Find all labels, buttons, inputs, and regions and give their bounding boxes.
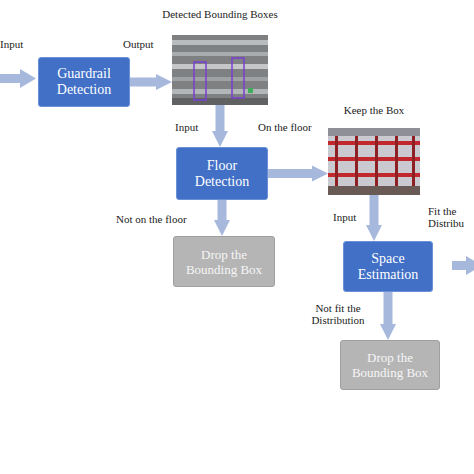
- photo-background: [328, 128, 420, 195]
- edge-label: Input: [175, 121, 215, 133]
- rail-band: [172, 64, 268, 69]
- bounding-box: [194, 62, 206, 100]
- box-label: Floor Detection: [183, 158, 261, 190]
- red-rail: [328, 141, 420, 145]
- photo-background: [172, 35, 268, 105]
- edge-label: Not on the floor: [116, 213, 206, 225]
- guardrail-photo: [172, 35, 268, 105]
- photo-panel: Keep the Box: [328, 128, 420, 195]
- edge-label: On the floor: [258, 121, 328, 133]
- rail-post: [335, 136, 338, 186]
- red-rail: [328, 173, 420, 177]
- marker-dot: [248, 88, 253, 93]
- photo-heading: Keep the Box: [314, 104, 434, 116]
- flow-label: Fit the Distribu: [428, 205, 474, 229]
- rail-post: [355, 136, 358, 186]
- photo-panel: Detected Bounding Boxes: [172, 35, 268, 105]
- drop-box: Drop the Bounding Box: [340, 340, 440, 390]
- rail-band: [172, 89, 268, 94]
- rail-post: [395, 136, 398, 186]
- process-box: Space Estimation: [343, 241, 433, 292]
- process-box: Guardrail Detection: [38, 57, 130, 107]
- flow-arrow: [130, 78, 156, 87]
- drop-box: Drop the Bounding Box: [173, 236, 275, 287]
- input-arrow: [0, 74, 20, 83]
- flow-arrow: [268, 169, 312, 178]
- rail-post: [375, 136, 378, 186]
- box-label: Drop the Bounding Box: [182, 247, 266, 277]
- red-rail: [328, 157, 420, 161]
- bounding-box: [232, 58, 244, 98]
- rail-band: [172, 40, 268, 45]
- flow-label: Input: [0, 38, 40, 50]
- edge-label: Not fit the Distribution: [298, 302, 378, 326]
- edge-label: Input: [333, 211, 373, 223]
- edge-label: Output: [123, 38, 173, 50]
- ceiling-band: [328, 128, 420, 136]
- rail-band: [172, 77, 268, 81]
- flow-arrow: [384, 292, 393, 324]
- floor-band: [172, 98, 268, 105]
- output-arrow-head: [466, 256, 474, 275]
- floor-band: [328, 186, 420, 195]
- flow-arrow: [218, 200, 227, 220]
- photo-heading: Detected Bounding Boxes: [158, 8, 282, 20]
- box-label: Guardrail Detection: [45, 66, 123, 98]
- rail-post: [412, 136, 415, 186]
- output-arrow: [452, 261, 468, 270]
- process-box: Floor Detection: [176, 147, 268, 200]
- input-arrow-head: [20, 69, 36, 88]
- box-label: Drop the Bounding Box: [349, 350, 431, 380]
- flow-arrow: [216, 105, 225, 131]
- rail-band: [172, 52, 268, 56]
- floor-photo: [328, 128, 420, 195]
- flow-arrow: [370, 195, 379, 225]
- box-label: Space Estimation: [350, 251, 426, 283]
